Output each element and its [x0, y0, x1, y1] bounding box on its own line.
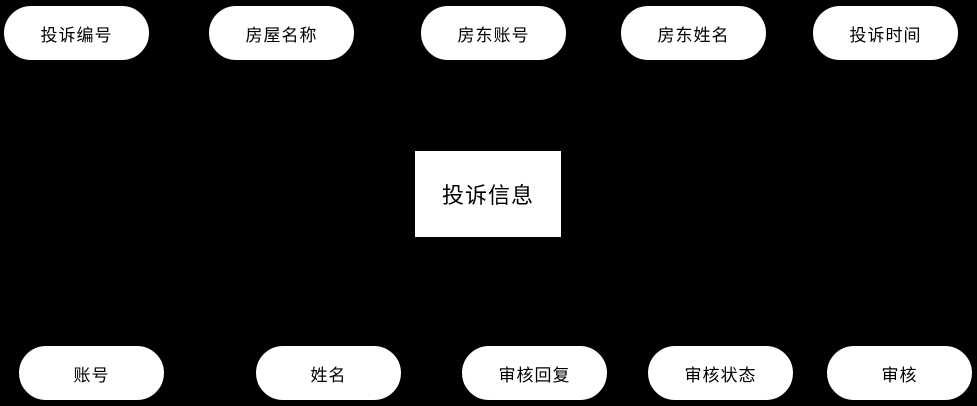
attribute-label: 审核	[881, 365, 918, 386]
attribute-label: 审核状态	[684, 365, 757, 386]
entity-complaint-info: 投诉信息	[414, 150, 562, 238]
attribute-landlord-account: 房东账号	[420, 5, 567, 61]
attribute-house-name: 房屋名称	[208, 5, 355, 61]
attribute-review-reply: 审核回复	[461, 345, 608, 401]
attribute-label: 投诉时间	[849, 25, 922, 46]
edge-line	[487, 60, 494, 151]
edge-line	[90, 237, 489, 346]
attribute-review-status: 审核状态	[647, 345, 794, 401]
attribute-label: 审核回复	[498, 365, 571, 386]
attribute-review: 审核	[826, 345, 973, 401]
edge-line	[487, 60, 694, 151]
attribute-landlord-name: 房东姓名	[620, 5, 767, 61]
attribute-label: 姓名	[310, 365, 347, 386]
edge-line	[487, 237, 535, 346]
attribute-label: 投诉编号	[40, 25, 113, 46]
attribute-account: 账号	[18, 345, 165, 401]
attribute-label: 房东姓名	[657, 25, 730, 46]
edge-line	[487, 60, 886, 151]
attribute-name: 姓名	[255, 345, 402, 401]
attribute-label: 房屋名称	[245, 25, 318, 46]
edge-line	[280, 60, 489, 151]
attribute-complaint-time: 投诉时间	[812, 5, 959, 61]
edge-line	[487, 237, 900, 346]
attribute-complaint-id: 投诉编号	[3, 5, 150, 61]
entity-label: 投诉信息	[441, 184, 534, 209]
attribute-label: 房东账号	[457, 25, 530, 46]
edge-line	[75, 60, 489, 151]
edge-line	[487, 237, 721, 346]
attribute-label: 账号	[73, 365, 110, 386]
edge-line	[327, 237, 489, 346]
